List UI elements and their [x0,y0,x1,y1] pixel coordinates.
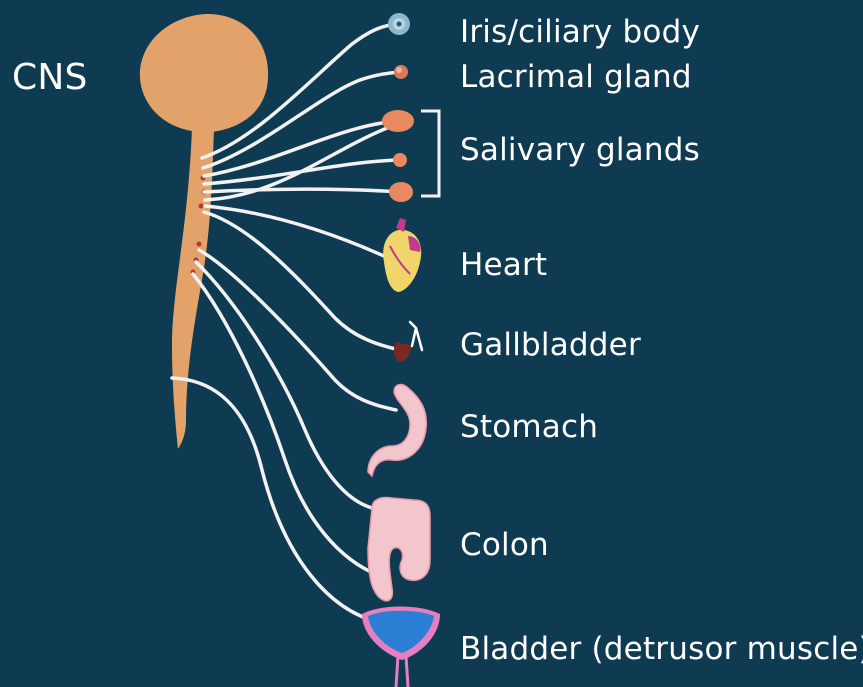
salivary-gland-icons [382,110,414,202]
nerve-salivary-3 [204,189,400,192]
lacrimal-gland-icon [394,65,408,79]
label-bladder-detrusor-muscle: Bladder (detrusor muscle) [460,634,863,665]
heart-icon [383,218,421,292]
label-gallbladder: Gallbladder [460,330,641,361]
cns-label: CNS [12,60,88,96]
iris-icon [388,13,410,35]
label-salivary-glands: Salivary glands [460,135,700,166]
gallbladder-icon [394,322,422,362]
label-colon: Colon [460,530,549,561]
label-stomach: Stomach [460,412,598,443]
salivary-bracket [421,111,439,196]
brain-shape [140,14,268,132]
label-heart: Heart [460,250,547,281]
nerve-salivary-1 [204,122,388,176]
nerve-colon-2 [193,274,378,575]
nerve-heart [205,206,384,256]
label-iris-ciliary-body: Iris/ciliary body [460,17,700,48]
salivary-gland-3-icon [389,182,413,202]
bladder-icon [362,607,440,687]
salivary-gland-1-icon [382,110,414,132]
nerve-colon [196,262,372,508]
nerve-bladder [172,378,378,622]
nerve-gallbladder [204,212,400,350]
label-lacrimal-gland: Lacrimal gland [460,62,692,93]
salivary-gland-2-icon [393,153,407,167]
colon-icon [368,497,430,600]
stomach-icon [368,385,426,476]
